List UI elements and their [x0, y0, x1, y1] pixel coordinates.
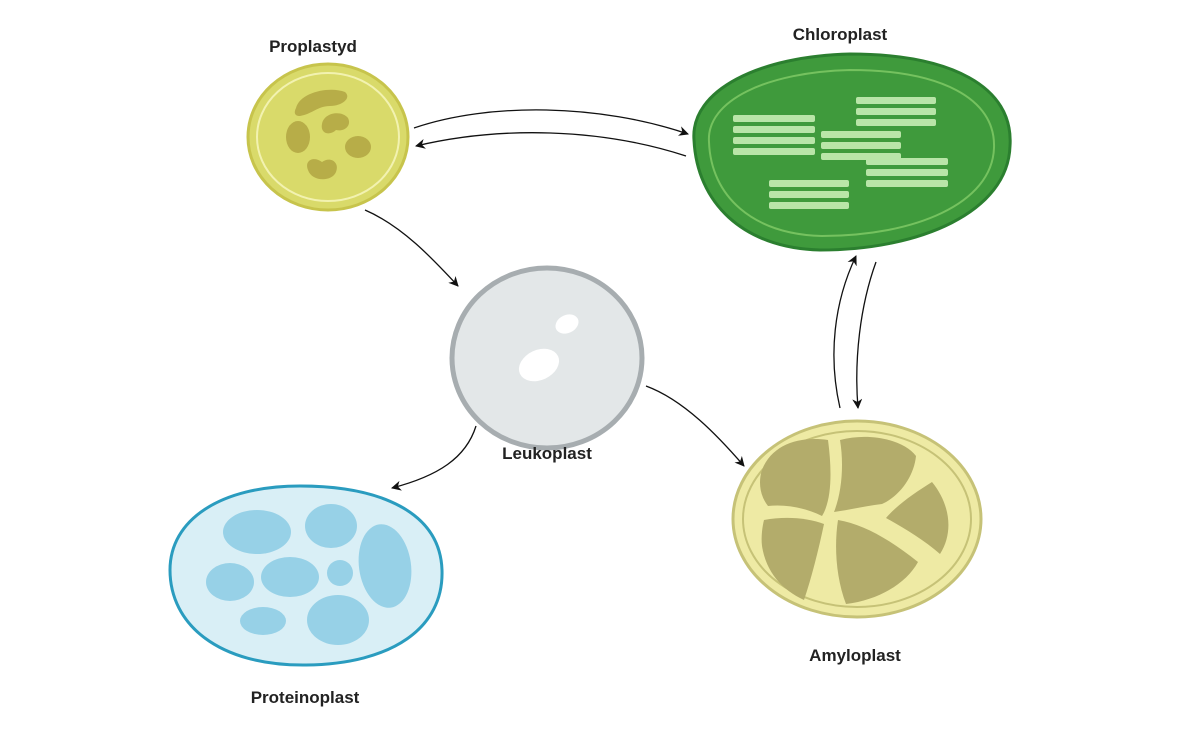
proteinoplast [168, 484, 444, 667]
arrow-proplastid-to-chloroplast [413, 109, 689, 136]
arrow-amyloplast-to-chloroplast [833, 255, 857, 409]
amyloplast-inner-membrane [742, 430, 972, 608]
proplastid-inclusion [307, 159, 337, 180]
arrow-chloroplast-to-amyloplast [852, 261, 877, 409]
proplastid-inclusion [294, 89, 348, 116]
leukoplast [449, 265, 645, 451]
chloroplast-inner-membrane [707, 68, 996, 238]
leukoplast-vesicle [555, 314, 579, 334]
thylakoid-stack [733, 115, 815, 155]
protein-body [358, 524, 412, 608]
proplastid-label: Proplastyd [269, 37, 357, 56]
thylakoid-stack [769, 180, 849, 209]
leukoplast-vesicle [518, 348, 560, 382]
protein-body [240, 607, 286, 635]
arrow-leukoplast-to-amyloplast [645, 385, 745, 467]
starch-granule [836, 520, 918, 604]
arrow-chloroplast-to-proplastid [415, 132, 687, 157]
protein-bodies [206, 504, 412, 645]
leukoplast-label: Leukoplast [502, 444, 592, 463]
thylakoid-stack [821, 131, 901, 160]
starch-granule [834, 436, 916, 512]
proplastid-membrane [246, 62, 410, 212]
proplastid-inclusion [286, 121, 310, 153]
protein-body [206, 563, 254, 601]
protein-body [327, 560, 353, 586]
thylakoid-stack [856, 97, 936, 126]
proteinoplast-label: Proteinoplast [250, 688, 360, 707]
chloroplast-label: Chloroplast [792, 25, 888, 44]
proplastid [246, 62, 410, 212]
starch-granule [760, 439, 831, 516]
arrow-leukoplast-to-proteinoplast [391, 425, 477, 491]
thylakoid-stack [866, 158, 948, 187]
proplastid-inner-membrane [256, 72, 400, 202]
protein-body [305, 504, 357, 548]
amyloplast [731, 419, 983, 619]
starch-granule [761, 517, 824, 600]
starch-granule [886, 482, 949, 554]
protein-body [223, 510, 291, 554]
protein-body [307, 595, 369, 645]
proplastid-inclusion [345, 136, 371, 158]
proplastid-inclusion [321, 113, 350, 134]
arrow-proplastid-to-leukoplast [364, 209, 459, 287]
chloroplast [692, 52, 1012, 252]
amyloplast-label: Amyloplast [809, 646, 901, 665]
protein-body [261, 557, 319, 597]
